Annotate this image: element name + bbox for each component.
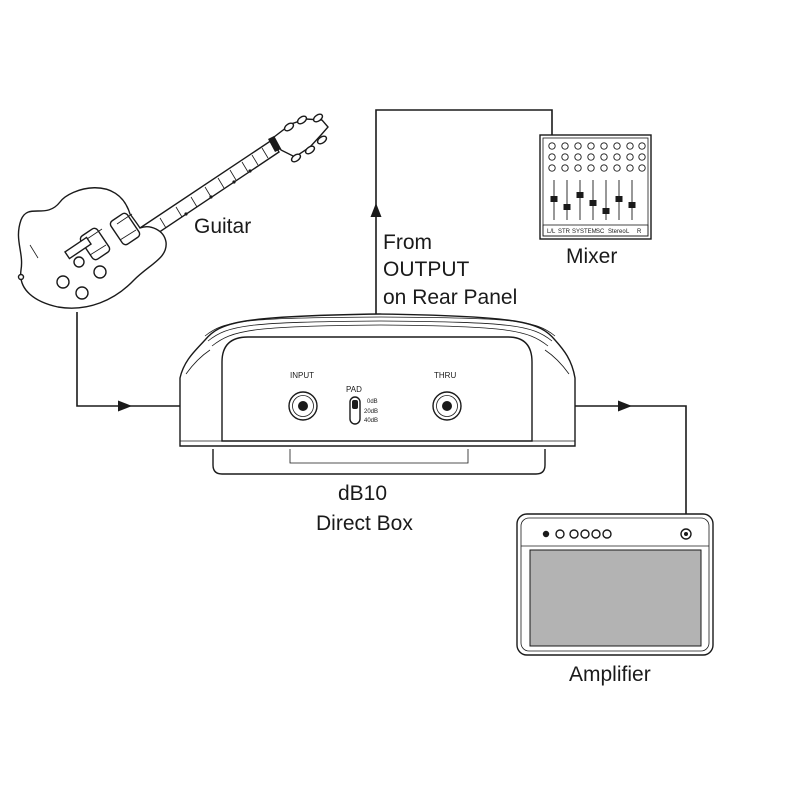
mixer-fader-cap: [563, 204, 571, 210]
pad-option-0db: 0dB: [367, 399, 378, 405]
neck-pickup: [109, 212, 141, 246]
mixer-knob: [600, 164, 608, 172]
mixer-knob: [587, 153, 595, 161]
pad-option-40db: 40dB: [364, 418, 378, 424]
guitar-bridge: [64, 236, 92, 260]
mixer-faders: [550, 180, 636, 220]
mixer-knob: [626, 153, 634, 161]
mixer-fader-cap: [589, 200, 597, 206]
mixer-strip-label: SYSTEM: [572, 229, 597, 235]
mixer-fader-cap: [550, 196, 558, 202]
mixer-knob: [561, 164, 569, 172]
guitar-nut: [268, 136, 281, 152]
mixer-knob: [638, 142, 646, 150]
output-note-line-2: OUTPUT: [383, 258, 470, 281]
mixer-fader-cap: [615, 196, 623, 202]
arrow-to-amplifier: [618, 400, 632, 412]
amplifier-grille: [529, 549, 702, 647]
amplifier-knobs: [542, 529, 612, 539]
mixer-fader-cap: [576, 192, 584, 198]
mixer-knob: [613, 153, 621, 161]
pad-option-20db: 20dB: [364, 409, 378, 415]
input-label: INPUT: [290, 371, 314, 380]
mixer-strip-label: L: [626, 229, 630, 235]
arrow-to-input: [118, 400, 132, 412]
pickup-poles: [86, 213, 137, 256]
mixer-knob: [548, 164, 556, 172]
mixer-knob: [600, 142, 608, 150]
mixer-knob: [600, 153, 608, 161]
mixer-knob: [561, 142, 569, 150]
mixer-strip-label: Stereo: [608, 229, 626, 235]
output-note-line-1: From: [383, 231, 432, 254]
mixer-knob: [548, 142, 556, 150]
mixer-knob: [574, 142, 582, 150]
mixer-knob: [561, 153, 569, 161]
mixer-knob: [626, 164, 634, 172]
mixer-knob: [613, 164, 621, 172]
direct-box-base: [212, 449, 546, 475]
mixer-knob: [613, 142, 621, 150]
guitar-label: Guitar: [194, 215, 251, 238]
device-name-label: Direct Box: [316, 512, 413, 535]
mixer-strip-label: SC: [596, 229, 605, 235]
mixer-fader-cap: [628, 202, 636, 208]
mixer-strip-labels: L/L STR SYSTEM SC Stereo L R: [547, 229, 642, 235]
mixer-knobs: [548, 142, 646, 172]
direct-box-front-panel: [221, 336, 533, 442]
mixer-knob: [587, 164, 595, 172]
strap-pin: [17, 273, 25, 281]
mixer-knob: [574, 164, 582, 172]
mixer-body: [539, 134, 652, 240]
arrow-to-mixer: [370, 203, 382, 217]
mixer-knob: [638, 164, 646, 172]
thru-label: THRU: [434, 371, 456, 380]
output-note: From OUTPUT on Rear Panel: [383, 231, 517, 309]
mixer-strip-label: R: [637, 229, 642, 235]
mixer-knob: [638, 153, 646, 161]
guitar-illustration: Guitar: [17, 113, 329, 309]
mixer-knob: [574, 153, 582, 161]
bridge-pickup: [79, 227, 111, 261]
volume-tone-knobs: [56, 256, 107, 300]
mixer-strip-label: STR: [558, 229, 571, 235]
amplifier-illustration: Amplifier: [516, 513, 714, 686]
direct-box-illustration: INPUT THRU PAD 0dB 20dB 40dB dB10 Direct…: [179, 313, 576, 535]
mixer-fader-cap: [602, 208, 610, 214]
fret-inlays: [184, 169, 252, 216]
guitar-frets: [159, 147, 269, 229]
tuning-pegs: [283, 113, 328, 163]
mixer-knob: [626, 142, 634, 150]
mixer-label: Mixer: [566, 245, 617, 268]
output-note-line-3: on Rear Panel: [383, 286, 517, 309]
mixer-knob: [587, 142, 595, 150]
mixer-knob: [548, 153, 556, 161]
mixer-strip-label: L/L: [547, 229, 556, 235]
pad-label: PAD: [346, 385, 362, 394]
mixer-illustration: L/L STR SYSTEM SC Stereo L R Mixer: [539, 134, 652, 268]
cable-output-to-mixer: [375, 109, 553, 314]
device-model-label: dB10: [338, 482, 387, 505]
amplifier-label: Amplifier: [569, 663, 651, 686]
